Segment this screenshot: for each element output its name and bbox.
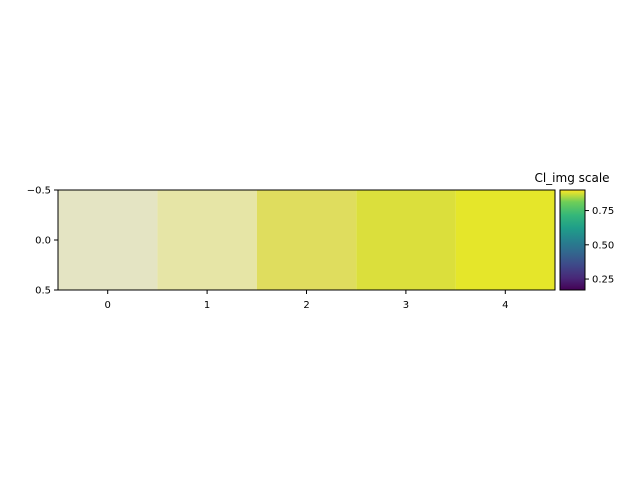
heatmap-cell [356, 190, 456, 290]
x-tick-label: 2 [303, 300, 309, 311]
y-tick-label: −0.5 [27, 186, 51, 197]
x-tick-label: 3 [403, 300, 409, 311]
heatmap-cell [256, 190, 357, 290]
colorbar-ticks: 0.25 0.50 0.75 [585, 206, 614, 286]
x-axis-ticks: 0 1 2 3 4 [105, 290, 508, 311]
y-tick-label: 0.0 [35, 236, 51, 247]
heatmap-cell [58, 190, 158, 290]
x-tick-label: 0 [105, 300, 111, 311]
colorbar-tick-label: 0.50 [592, 240, 614, 251]
colorbar-gradient [560, 190, 585, 290]
colorbar-tick-label: 0.25 [592, 275, 614, 286]
heatmap-cell [455, 190, 555, 290]
colorbar-frame [559, 189, 586, 291]
colorbar-title: Cl_img scale [534, 171, 609, 185]
heatmap-cells [58, 190, 555, 290]
x-tick-label: 1 [204, 300, 210, 311]
heatmap-cell [157, 190, 257, 290]
x-tick-label: 4 [502, 300, 508, 311]
colorbar-tick-label: 0.75 [592, 206, 614, 217]
y-axis-ticks: −0.5 0.0 0.5 [27, 186, 58, 297]
y-tick-label: 0.5 [35, 286, 51, 297]
